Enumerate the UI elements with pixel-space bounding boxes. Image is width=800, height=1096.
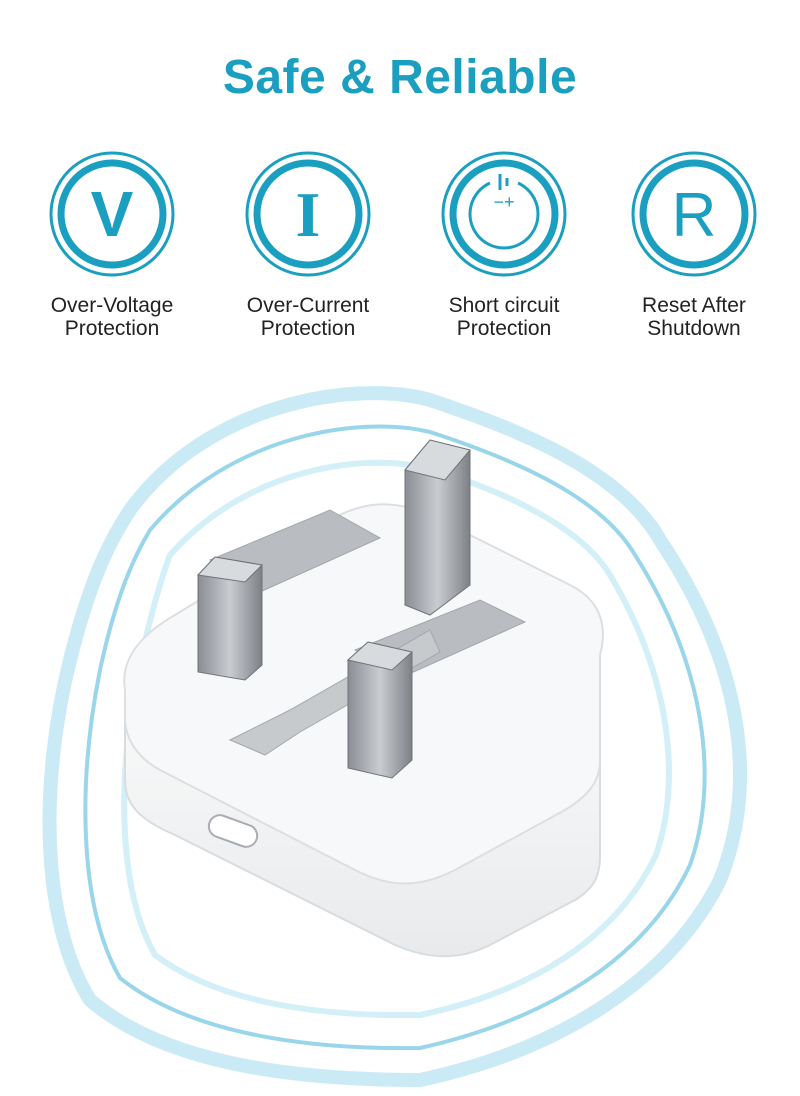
feature-label-short-circuit: Short circuit Protection [414,294,594,340]
product-illustration [42,386,747,1087]
current-glyph: I [296,179,321,250]
feature-label-line2: Protection [260,317,356,340]
feature-label-over-voltage: Over-Voltage Protection [22,294,202,340]
feature-short-circuit: −+ Short circuit Protection [414,150,594,340]
feature-label-line1: Short circuit [448,294,560,317]
reset-glyph: R [672,181,717,250]
feature-label-line1: Reset After [642,294,746,317]
feature-label-reset: Reset After Shutdown [604,294,784,340]
feature-label-line2: Shutdown [647,317,741,340]
feature-label-over-current: Over-Current Protection [218,294,398,340]
short-circuit-glyph: −+ [493,192,514,212]
reset-r-icon: R [631,151,757,277]
feature-label-line1: Over-Voltage [50,294,174,317]
uk-plug-charger [123,439,604,958]
current-i-icon: I [245,151,371,277]
feature-label-line2: Protection [64,317,160,340]
usb-c-port [207,814,259,848]
feature-label-line1: Over-Current [246,294,370,317]
headline: Safe & Reliable [222,51,578,104]
voltage-v-icon: V [49,151,175,277]
feature-label-line2: Protection [456,317,552,340]
short-circuit-icon: −+ [441,151,567,277]
feature-over-voltage: V Over-Voltage Protection [22,150,202,340]
feature-over-current: I Over-Current Protection [218,150,398,340]
voltage-glyph: V [91,178,134,250]
feature-reset-after-shutdown: R Reset After Shutdown [604,150,784,340]
